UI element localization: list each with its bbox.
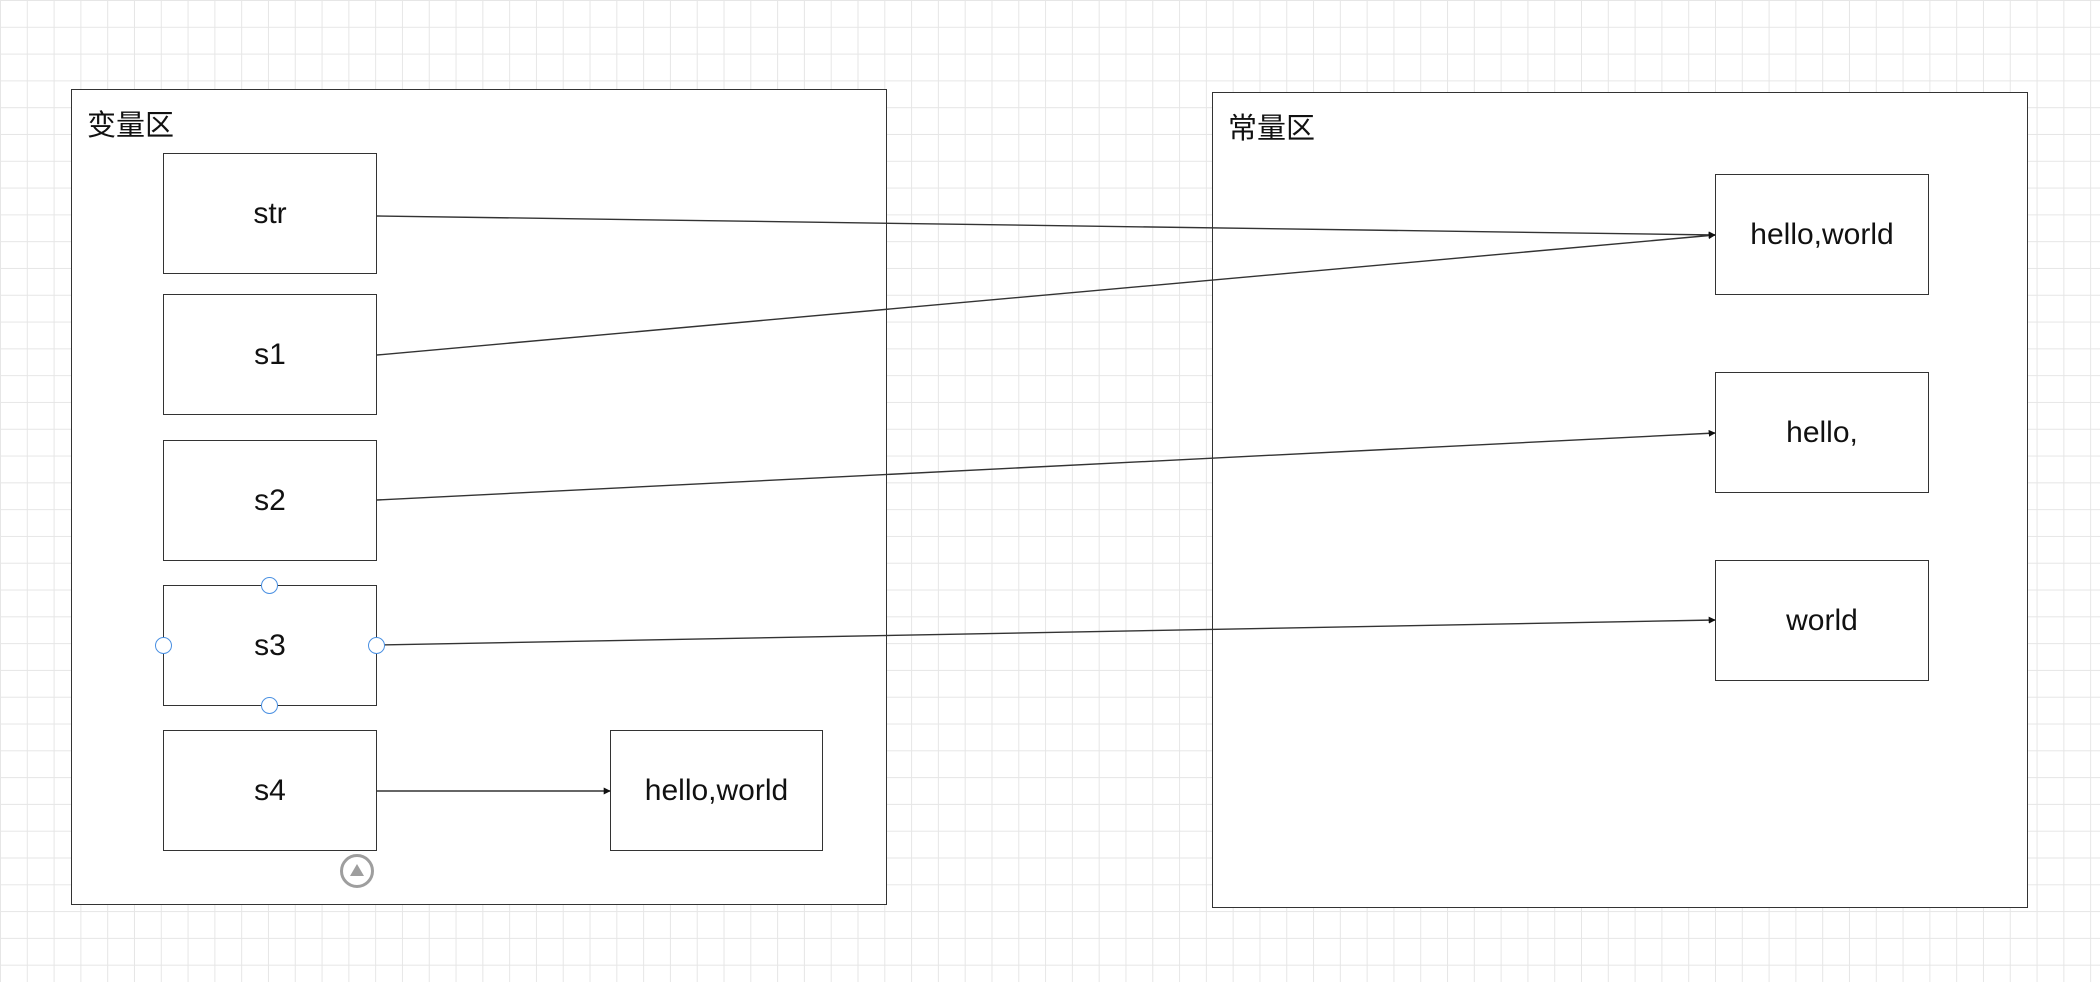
constant-box-hello-world[interactable]: hello,world (1715, 174, 1929, 295)
constant-box-world[interactable]: world (1715, 560, 1929, 681)
variable-box-s4[interactable]: s4 (163, 730, 377, 851)
heap-object-box[interactable]: hello,world (610, 730, 823, 851)
collapse-icon[interactable] (340, 854, 374, 888)
variable-region-title: 变量区 (87, 108, 175, 142)
edge-s2-to-hello[interactable] (376, 429, 1716, 501)
selection-handle-right[interactable] (368, 637, 385, 654)
variable-box-s1[interactable]: s1 (163, 294, 377, 415)
constant-region-title: 常量区 (1228, 111, 1316, 145)
selection-handle-left[interactable] (155, 637, 172, 654)
variable-box-str[interactable]: str (163, 153, 377, 274)
edge-str-to-hello-world[interactable] (376, 215, 1716, 239)
variable-box-s2[interactable]: s2 (163, 440, 377, 561)
selection-handle-bottom[interactable] (261, 697, 278, 714)
selection-handle-top[interactable] (261, 577, 278, 594)
edge-s3-to-world[interactable] (376, 616, 1716, 646)
variable-box-s3[interactable]: s3 (163, 585, 377, 706)
constant-box-hello[interactable]: hello, (1715, 372, 1929, 493)
edge-s1-to-hello-world[interactable] (376, 232, 1716, 356)
